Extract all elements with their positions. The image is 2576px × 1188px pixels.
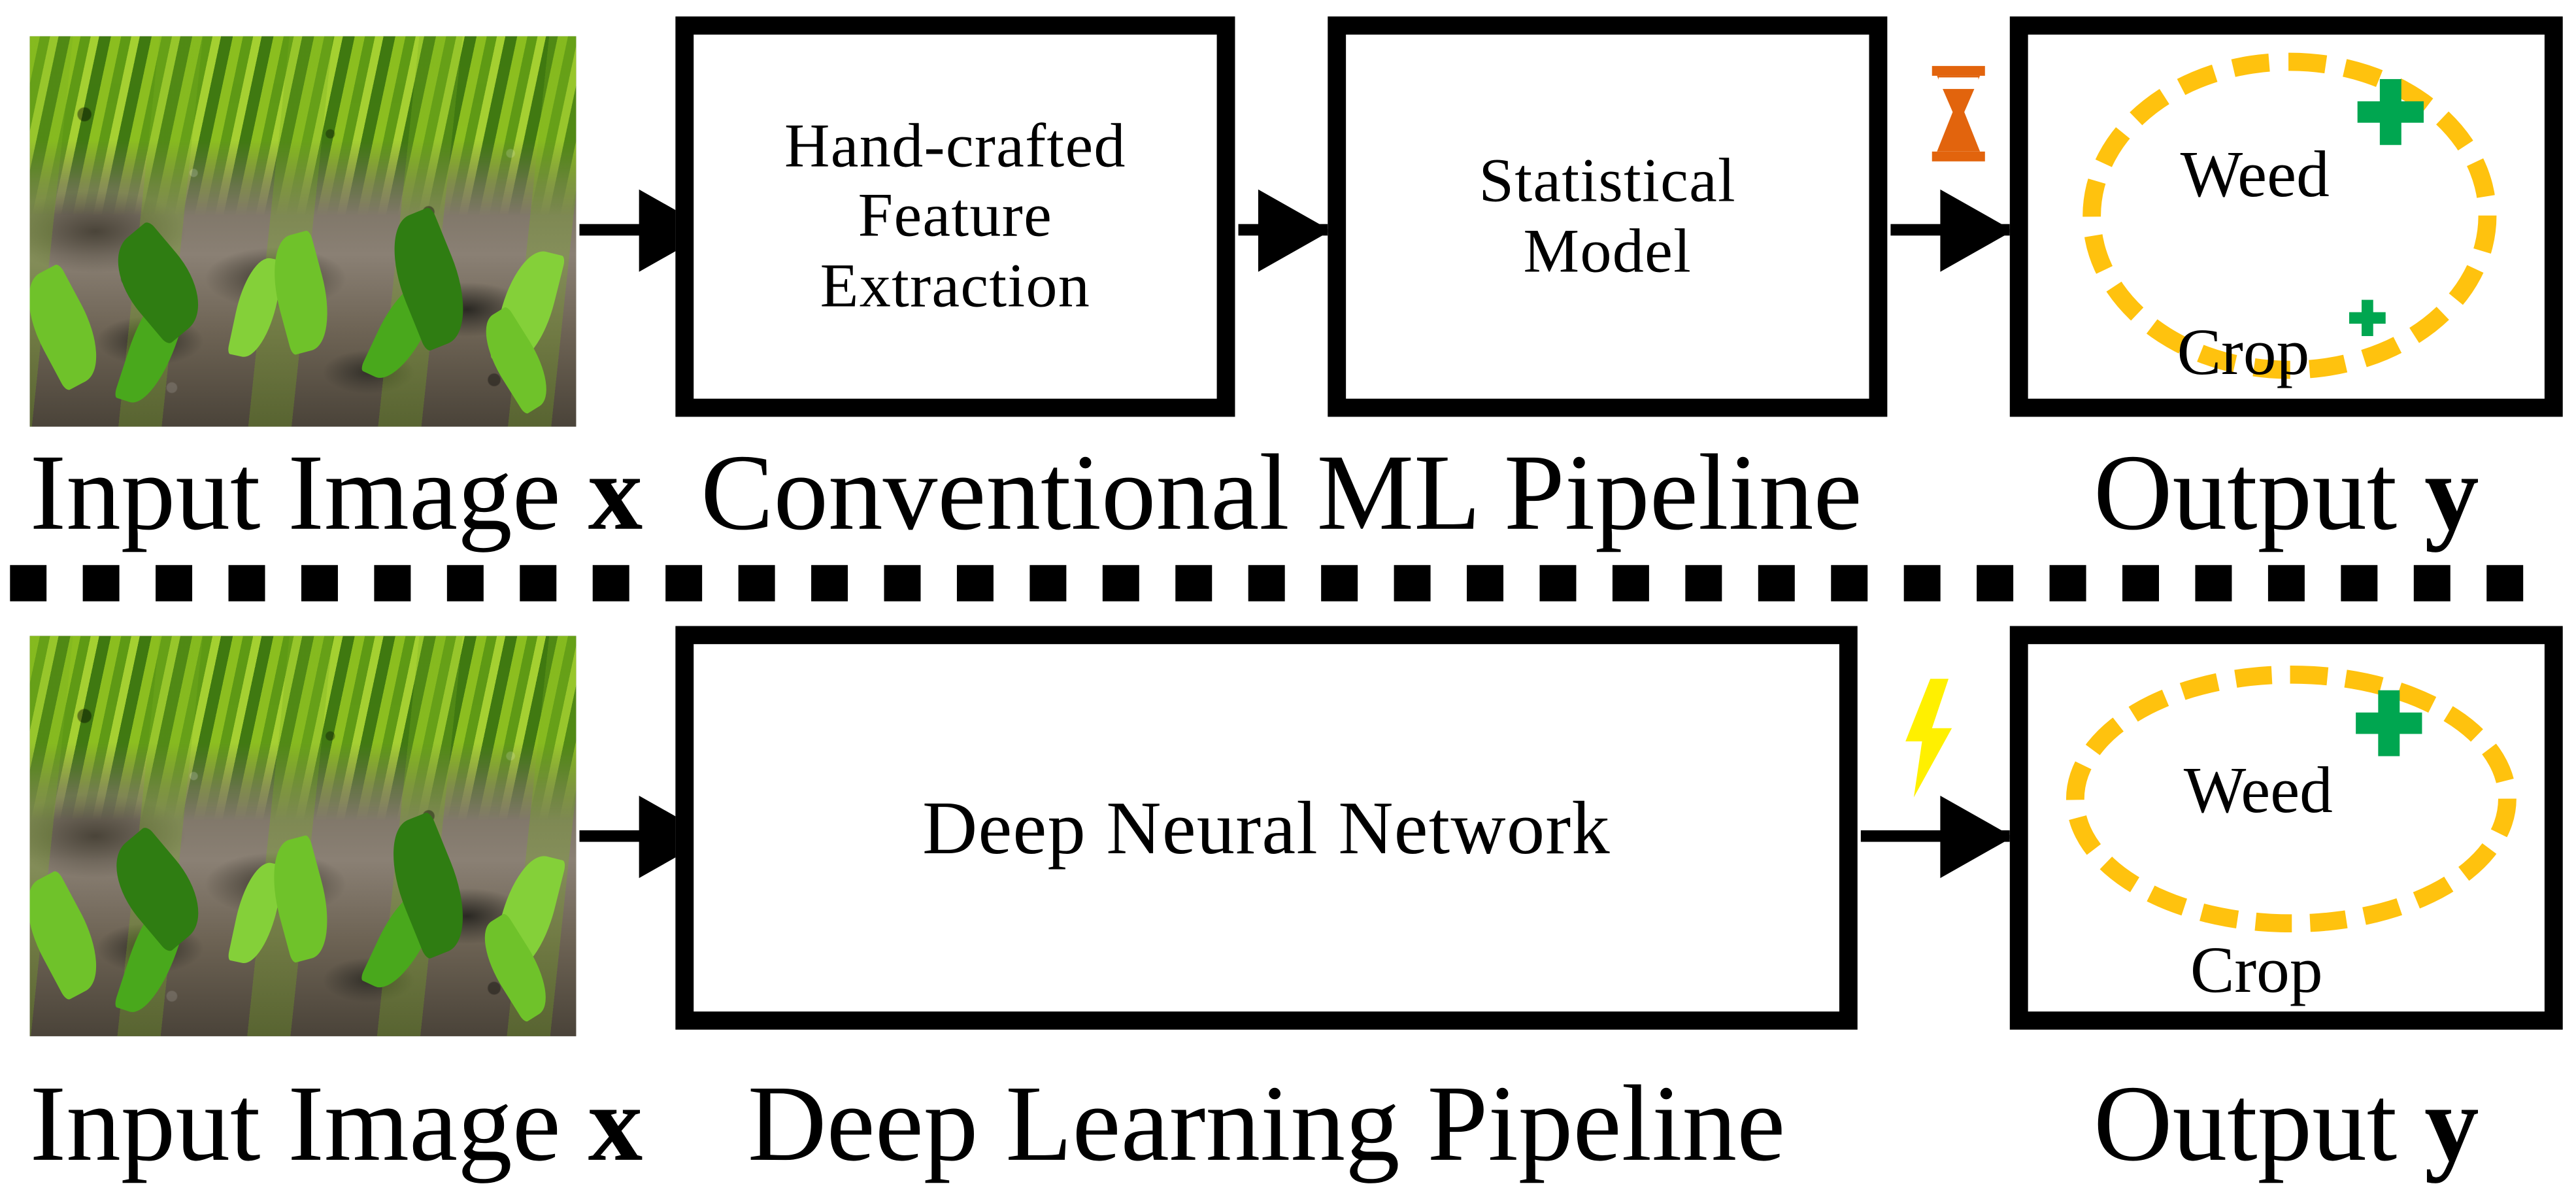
block-hand-crafted-feature-extraction[interactable]: Hand-crafted Feature Extraction bbox=[675, 16, 1235, 417]
hourglass-icon bbox=[1926, 65, 1992, 161]
arrow-deep-neural-network-to-output-bottom bbox=[1860, 830, 2010, 842]
class-label-crop-top: Crop bbox=[2177, 314, 2310, 389]
input-image-photo-top bbox=[29, 36, 577, 427]
weed-plus-marker-top bbox=[2357, 78, 2424, 145]
canopy-foliage bbox=[29, 36, 577, 216]
class-label-crop-bottom: Crop bbox=[2190, 932, 2323, 1007]
output-caption-top: Output y bbox=[2093, 433, 2479, 554]
block-deep-neural-network[interactable]: Deep Neural Network bbox=[675, 626, 1858, 1030]
input-caption-top-text: Input Image bbox=[29, 433, 561, 554]
block-statistical-model[interactable]: Statistical Model bbox=[1328, 16, 1888, 417]
pipeline-caption-conventional: Conventional ML Pipeline bbox=[700, 433, 1862, 554]
row-divider-dashed bbox=[10, 565, 2553, 602]
input-image-photo-bottom bbox=[29, 636, 577, 1036]
arrow-feature-extraction-to-statistical-model bbox=[1238, 224, 1328, 236]
output-caption-bottom: Output y bbox=[2093, 1064, 2479, 1185]
input-caption-top: Input Image x bbox=[29, 432, 643, 556]
input-caption-top-symbol: x bbox=[588, 433, 643, 554]
canopy-foliage bbox=[29, 636, 577, 821]
class-label-weed-bottom: Weed bbox=[2183, 753, 2333, 827]
block-hand-crafted-feature-extraction-label: Hand-crafted Feature Extraction bbox=[784, 111, 1126, 321]
block-statistical-model-label: Statistical Model bbox=[1479, 146, 1737, 286]
input-caption-bottom: Input Image x bbox=[29, 1062, 643, 1187]
weed-plus-marker-bottom bbox=[2356, 690, 2422, 756]
crop-plus-marker-top bbox=[2349, 299, 2386, 337]
block-deep-neural-network-label: Deep Neural Network bbox=[922, 785, 1611, 870]
lightning-bolt-icon bbox=[1892, 679, 1962, 798]
pipeline-caption-deep-learning: Deep Learning Pipeline bbox=[747, 1064, 1786, 1185]
input-caption-bottom-text: Input Image bbox=[29, 1064, 561, 1185]
class-label-weed-top: Weed bbox=[2180, 137, 2330, 211]
arrow-statistical-model-to-output-top bbox=[1890, 224, 2010, 236]
input-caption-bottom-symbol: x bbox=[588, 1064, 643, 1185]
